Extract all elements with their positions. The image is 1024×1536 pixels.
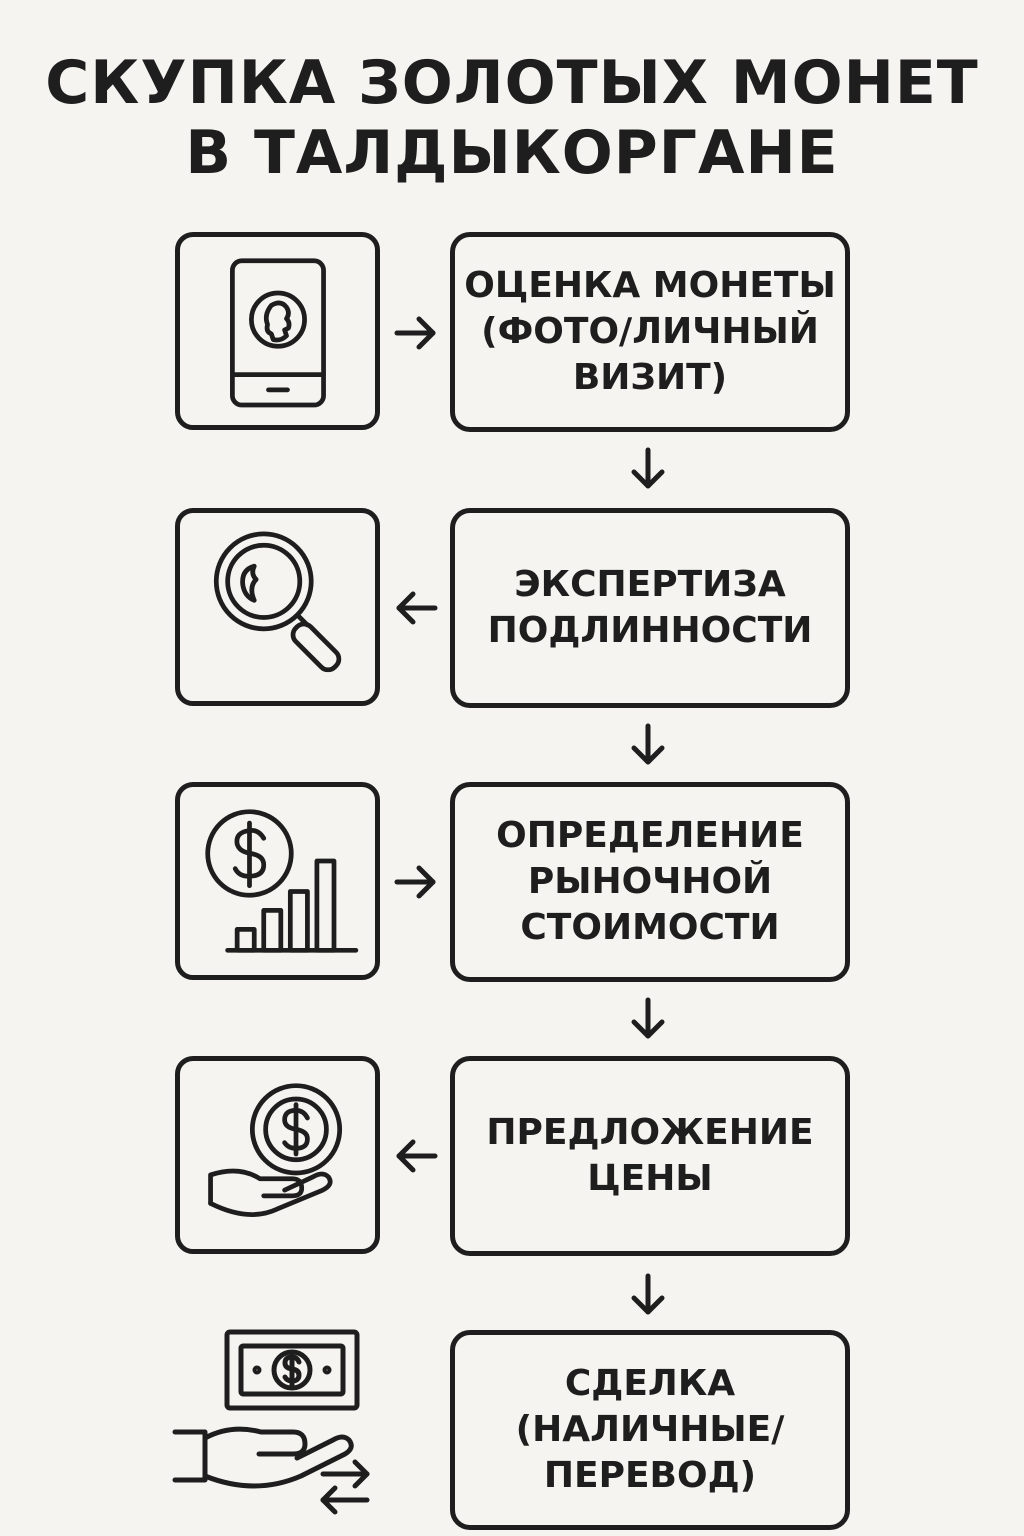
step-2-label: ЭКСПЕРТИЗА ПОДЛИННОСТИ <box>487 564 813 651</box>
title-line-2: В ТАЛДЫКОРГАНЕ <box>185 118 839 188</box>
arrow-down-2 <box>630 722 666 768</box>
step-1-box: ОЦЕНКА МОНЕТЫ (ФОТО/ЛИЧНЫЙ ВИЗИТ) <box>450 232 850 432</box>
arrow-down-3 <box>630 996 666 1042</box>
step-5-box: СДЕЛКА (НАЛИЧНЫЕ/ ПЕРЕВОД) <box>450 1330 850 1530</box>
arrow-right-3 <box>393 864 439 900</box>
hand-dollar-coin-icon <box>208 1083 343 1217</box>
arrow-down-4 <box>630 1272 666 1318</box>
step-2-box: ЭКСПЕРТИЗА ПОДЛИННОСТИ <box>450 508 850 708</box>
step-5-icon-area <box>165 1320 385 1530</box>
title-line-1: СКУПКА ЗОЛОТЫХ МОНЕТ <box>45 48 979 118</box>
step-3-label: ОПРЕДЕЛЕНИЕ РЫНОЧНОЙ СТОИМОСТИ <box>496 815 804 948</box>
smartphone-coin-icon <box>230 258 326 408</box>
page-title: СКУПКА ЗОЛОТЫХ МОНЕТ В ТАЛДЫКОРГАНЕ <box>0 48 1024 188</box>
step-3-box: ОПРЕДЕЛЕНИЕ РЫНОЧНОЙ СТОИМОСТИ <box>450 782 850 982</box>
arrow-down-1 <box>630 446 666 492</box>
step-1-icon-box <box>175 232 380 430</box>
arrow-left-4 <box>393 1138 439 1174</box>
step-4-icon-box <box>175 1056 380 1254</box>
step-2-icon-box <box>175 508 380 706</box>
step-4-box: ПРЕДЛОЖЕНИЕ ЦЕНЫ <box>450 1056 850 1256</box>
magnifier-coin-icon <box>213 531 342 673</box>
banknote-hand-transfer-icon <box>172 1329 370 1515</box>
arrow-right-1 <box>393 315 439 351</box>
step-3-icon-box <box>175 782 380 980</box>
step-4-label: ПРЕДЛОЖЕНИЕ ЦЕНЫ <box>486 1112 814 1199</box>
dollar-chart-icon <box>205 809 359 953</box>
arrow-left-2 <box>393 590 439 626</box>
step-1-label: ОЦЕНКА МОНЕТЫ (ФОТО/ЛИЧНЫЙ ВИЗИТ) <box>464 265 836 398</box>
step-5-label: СДЕЛКА (НАЛИЧНЫЕ/ ПЕРЕВОД) <box>515 1363 785 1496</box>
